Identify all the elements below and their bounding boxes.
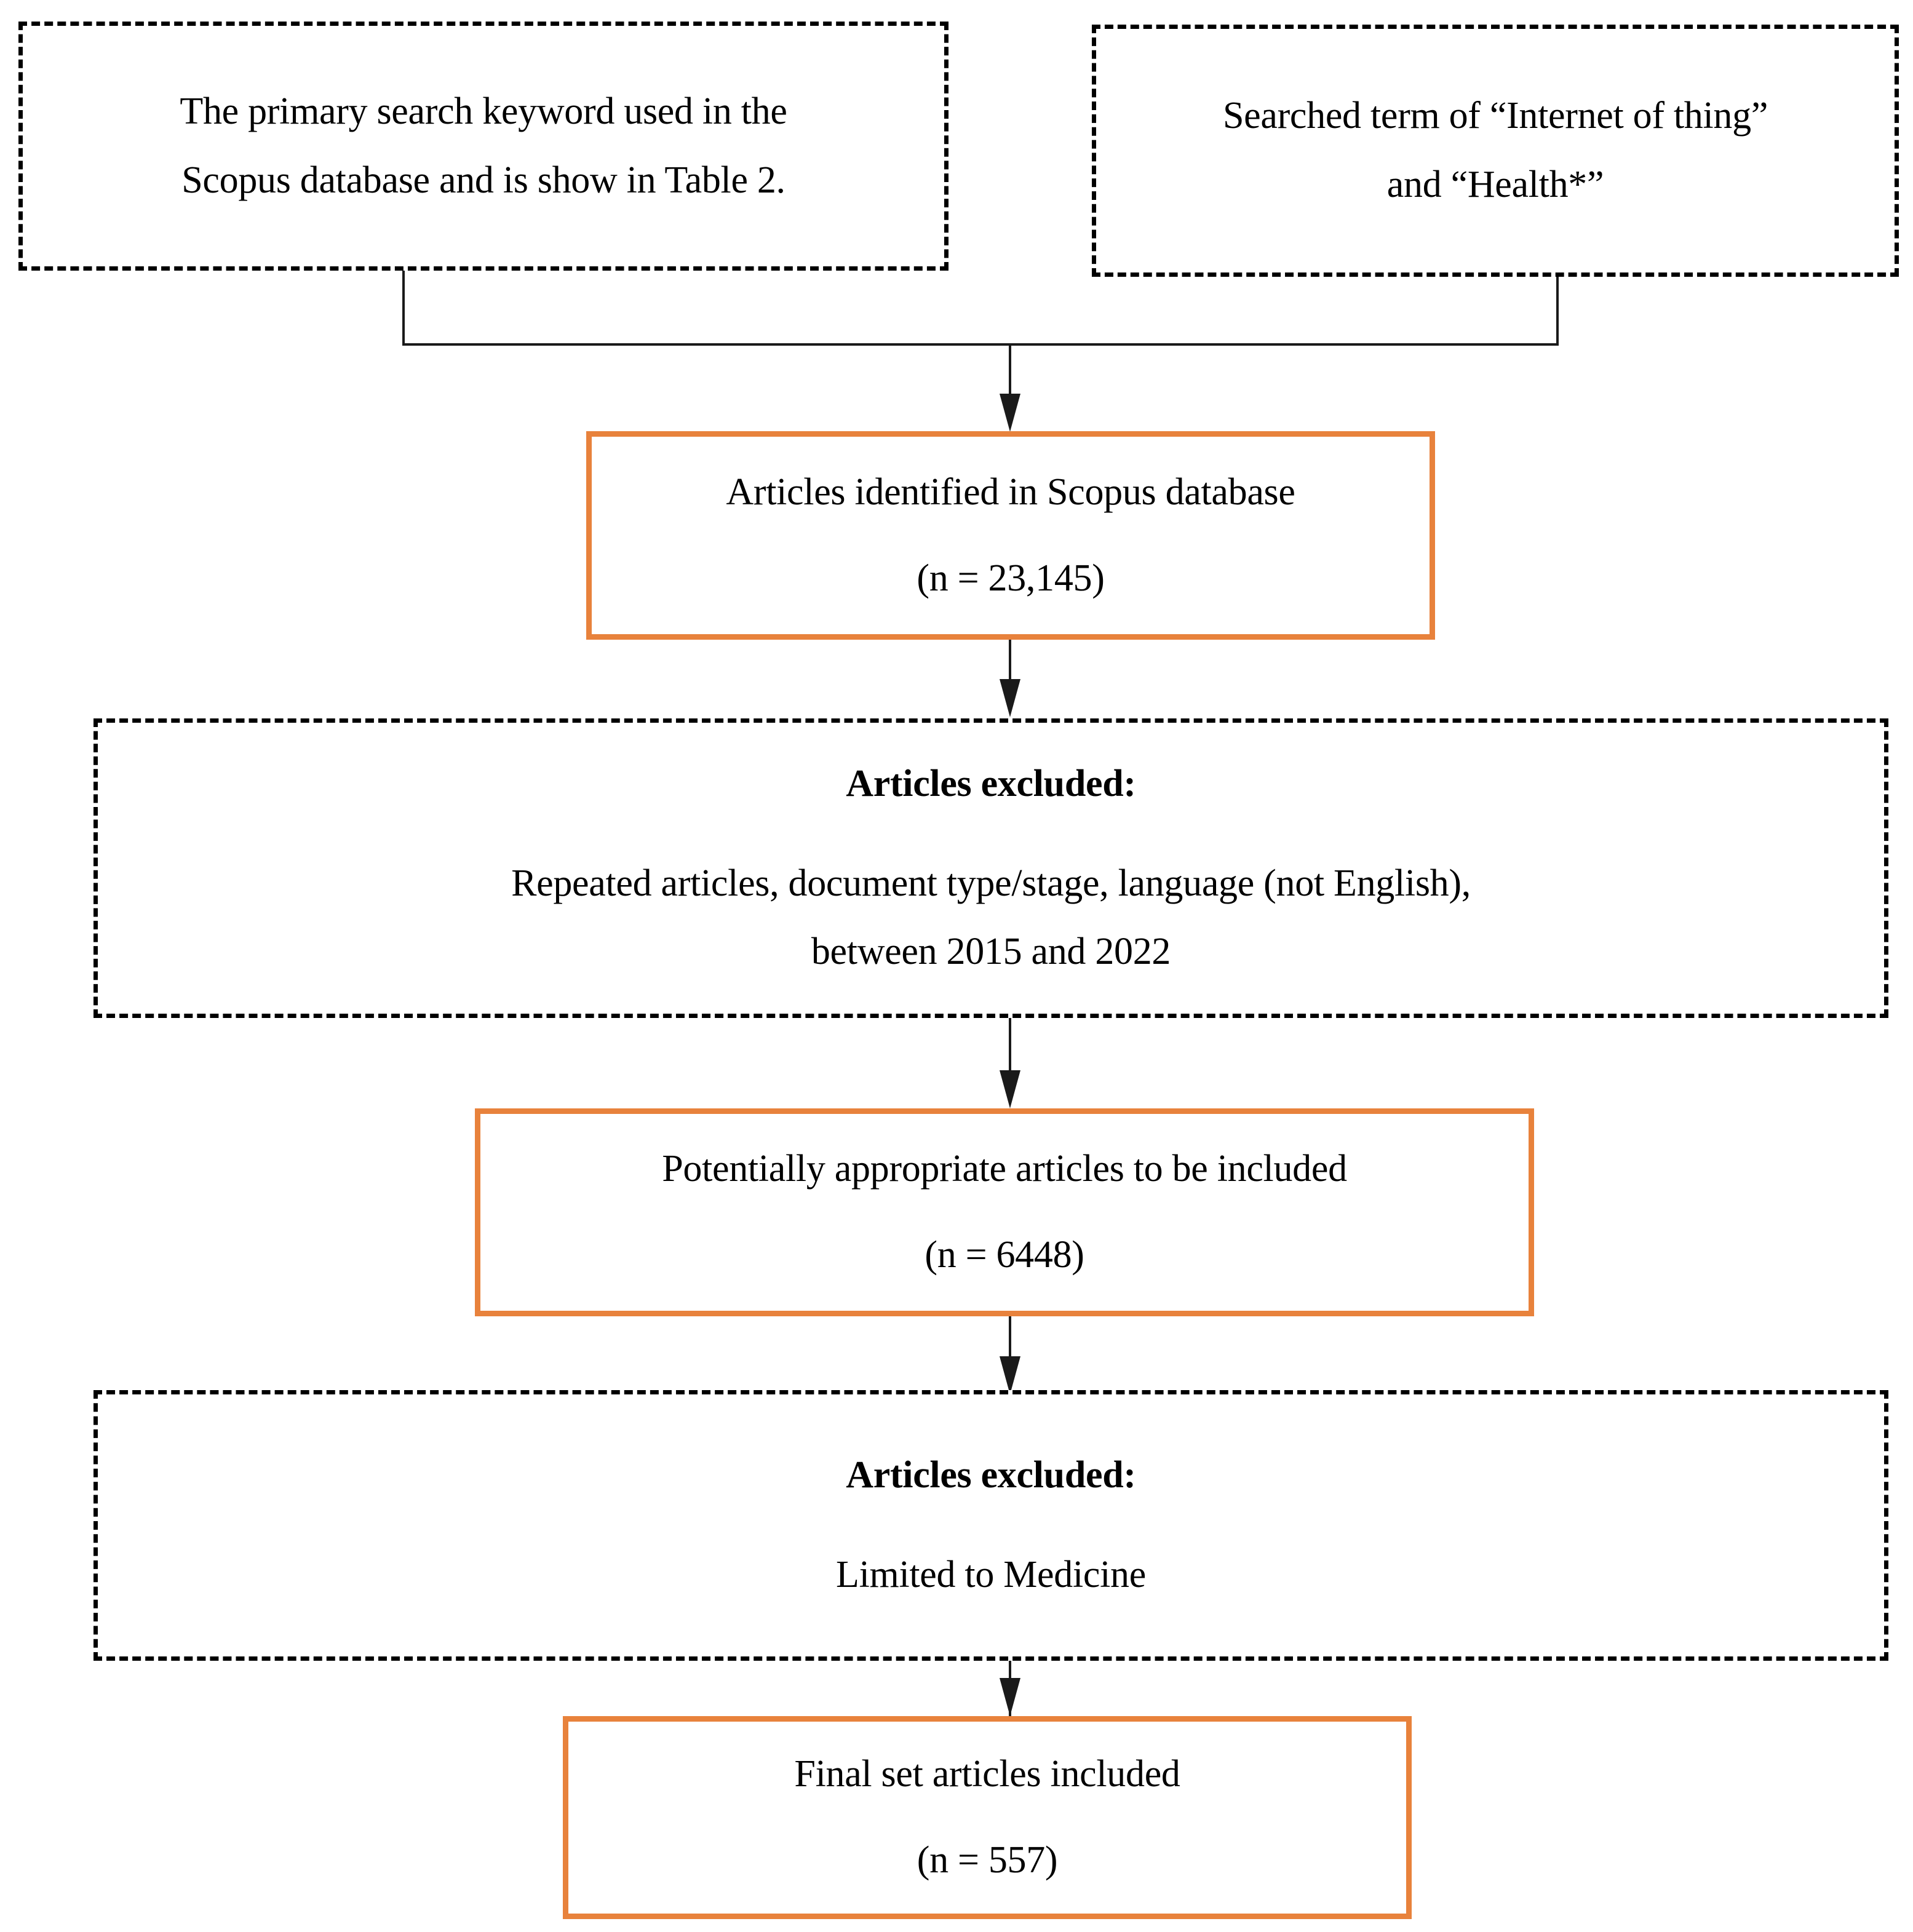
connector-identified-to-excluded1	[1009, 640, 1011, 683]
searched-term-line-1: Searched term of “Internet of thing”	[1222, 95, 1768, 137]
excluded-1-line-1: Repeated articles, document type/stage, …	[511, 862, 1471, 904]
arrowhead-to-final	[1000, 1678, 1020, 1716]
search-keyword-text-a: The primary	[180, 90, 377, 132]
excluded-1-line-2: between 2015 and 2022	[811, 931, 1171, 973]
arrowhead-to-potential	[1000, 1070, 1020, 1108]
search-keyword-line-1: The primary search keyword used in the	[180, 90, 787, 132]
arrowhead-to-identified	[1000, 394, 1020, 432]
articles-identified-count: (n = 23,145)	[917, 557, 1105, 599]
arrowhead-to-excluded2	[1000, 1356, 1020, 1394]
final-set-label: Final set articles included	[794, 1753, 1180, 1795]
node-articles-excluded-1: Articles excluded: Repeated articles, do…	[93, 718, 1888, 1018]
node-searched-term: Searched term of “Internet of thing” and…	[1092, 25, 1899, 277]
excluded-1-heading: Articles excluded:	[846, 762, 1136, 805]
potentially-appropriate-label: Potentially appropriate articles to be i…	[662, 1148, 1347, 1190]
node-potentially-appropriate: Potentially appropriate articles to be i…	[475, 1108, 1534, 1316]
node-final-set: Final set articles included (n = 557)	[563, 1716, 1412, 1919]
node-search-keyword: The primary search keyword used in the S…	[18, 22, 949, 271]
node-articles-identified: Articles identified in Scopus database (…	[586, 431, 1435, 640]
searched-term-line-2: and “Health*”	[1386, 164, 1604, 205]
connector-potential-to-excluded2	[1009, 1316, 1011, 1390]
node-articles-excluded-2: Articles excluded: Limited to Medicine	[93, 1390, 1888, 1661]
connector-merge-to-identified	[1009, 343, 1011, 400]
final-set-count: (n = 557)	[917, 1839, 1058, 1881]
connector-left-drop	[402, 271, 405, 344]
connector-excluded1-to-potential	[1009, 1018, 1011, 1075]
potentially-appropriate-count: (n = 6448)	[925, 1234, 1084, 1276]
searched-term-emphasis: Searched term	[1222, 95, 1440, 137]
connector-right-drop	[1556, 277, 1559, 344]
search-keyword-text-c: used in the	[614, 90, 787, 132]
articles-identified-label: Articles identified in Scopus database	[726, 471, 1295, 513]
search-keyword-line-2: Scopus database and is show in Table 2.	[181, 159, 785, 201]
search-keyword-emphasis: search keyword	[376, 90, 615, 132]
arrowhead-to-excluded1	[1000, 679, 1020, 717]
searched-term-text-b: of “Internet of thing”	[1439, 95, 1768, 137]
excluded-2-heading: Articles excluded:	[846, 1454, 1136, 1497]
connector-merge-bar	[402, 343, 1559, 346]
excluded-2-line-1: Limited to Medicine	[836, 1554, 1146, 1596]
